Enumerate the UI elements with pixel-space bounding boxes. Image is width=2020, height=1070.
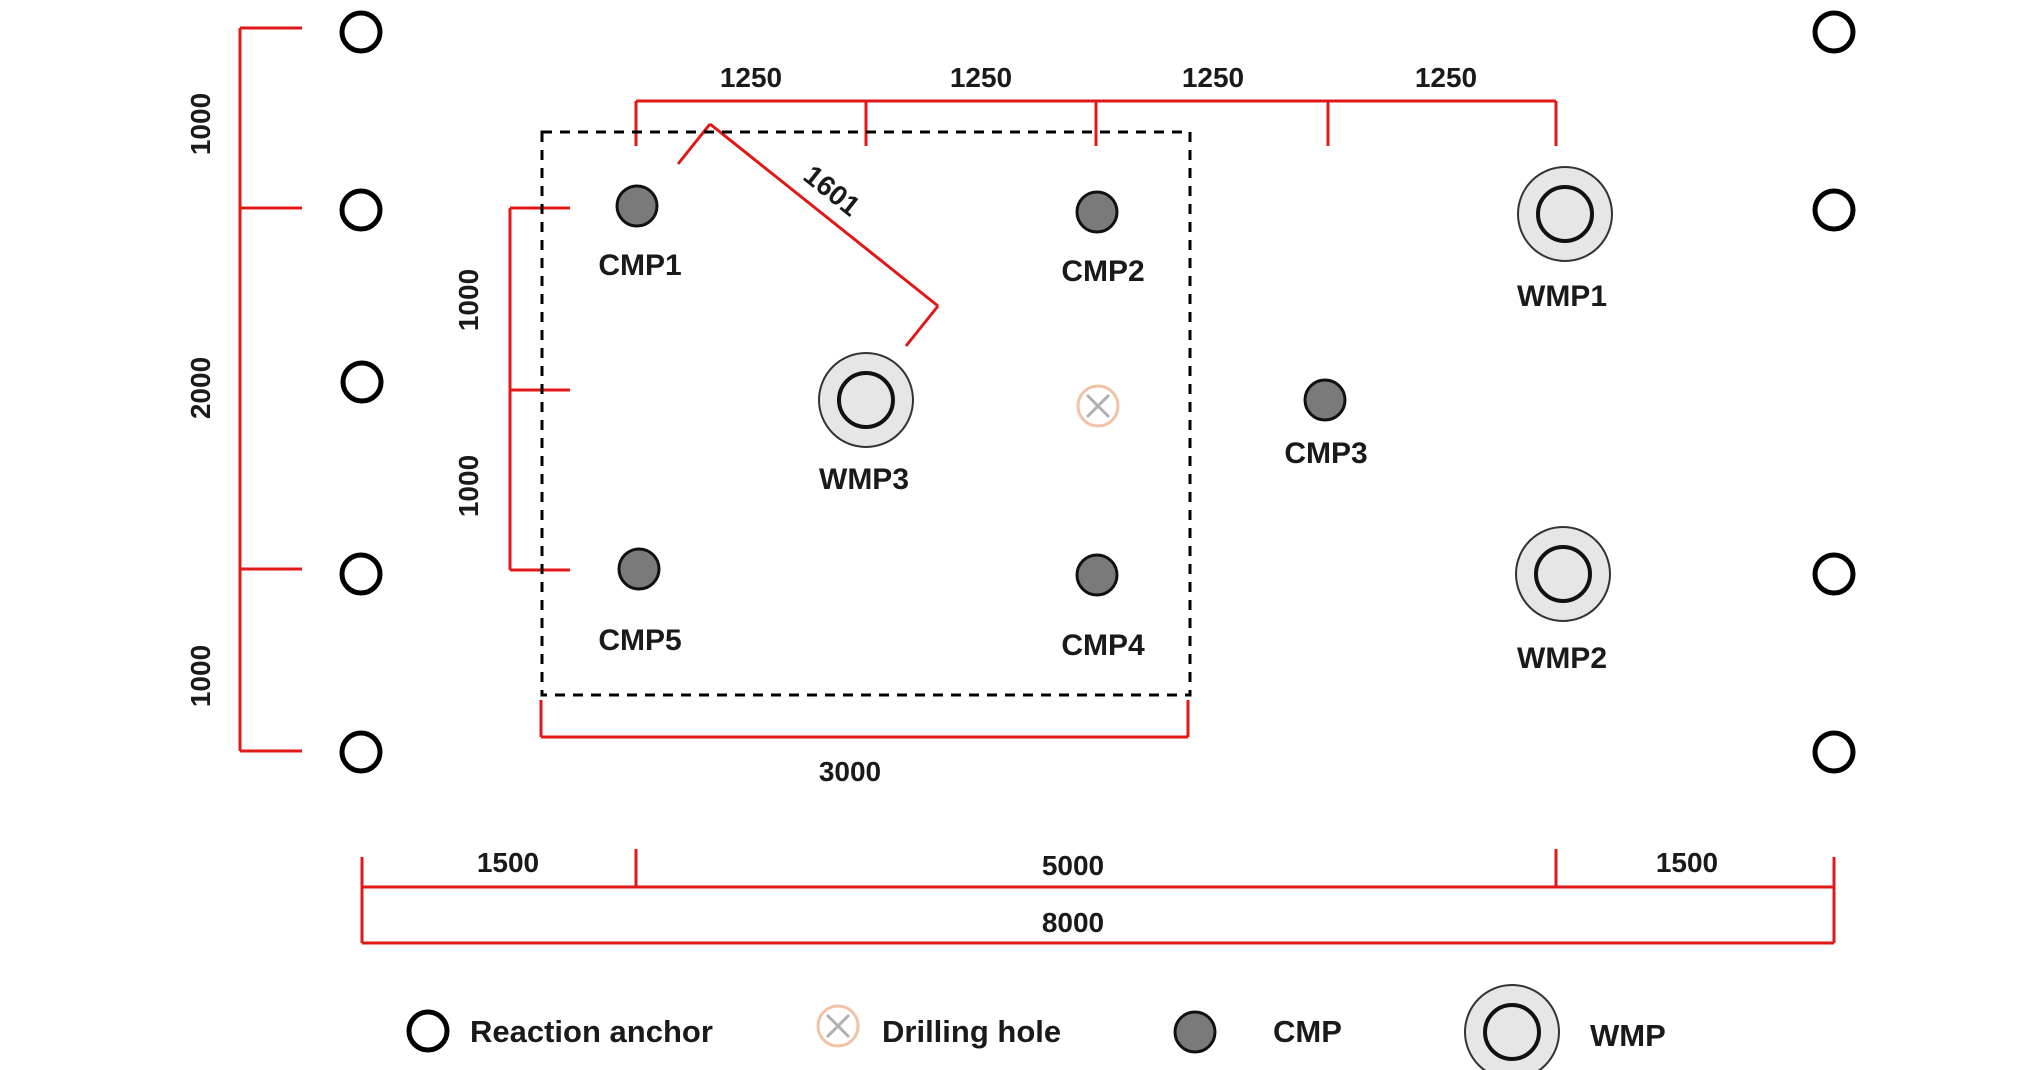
- box-width-dimension: [539, 700, 1190, 739]
- wmp2-label: WMP2: [1517, 642, 1607, 675]
- dim-inner-top: 1000: [453, 269, 484, 331]
- wmp1-inner-icon: [1536, 185, 1594, 243]
- top-dimension-chain: [634, 99, 1558, 146]
- wmp2-inner-icon: [1534, 545, 1592, 603]
- cmp5-marker-icon: [617, 547, 661, 591]
- diagonal-dimension: [676, 122, 940, 347]
- inner-dimension-chain: [508, 206, 570, 572]
- legend-cmp-icon: [1173, 1010, 1217, 1054]
- legend: Reaction anchor Drilling hole CMP WMP: [406, 984, 1666, 1070]
- wmp3-inner-icon: [837, 371, 895, 429]
- dim-left-top: 1000: [185, 93, 216, 155]
- dim-top-3: 1250: [1182, 62, 1244, 93]
- reaction-anchor-icon: [339, 552, 383, 596]
- legend-wmp-label: WMP: [1590, 1018, 1666, 1053]
- cmp3-marker-icon: [1303, 378, 1347, 422]
- dim-top-1: 1250: [720, 62, 782, 93]
- cmp2-marker-icon: [1075, 190, 1119, 234]
- reaction-anchor-icon: [339, 188, 383, 232]
- bottom-dimension-chain: [360, 849, 1836, 945]
- cmp4-marker-icon: [1075, 553, 1119, 597]
- reaction-anchor-icon: [1812, 188, 1856, 232]
- cmp4-label: CMP4: [1061, 629, 1145, 662]
- dim-top-2: 1250: [950, 62, 1012, 93]
- reaction-anchor-icon: [1812, 552, 1856, 596]
- dim-inner-bottom: 1000: [453, 455, 484, 517]
- legend-drilling-hole-icon: [816, 1004, 860, 1048]
- left-dimension-chain: [238, 26, 302, 753]
- legend-drilling-hole-label: Drilling hole: [882, 1014, 1061, 1049]
- dim-left-bottom: 1000: [185, 645, 216, 707]
- dim-diagonal: 1601: [798, 159, 866, 222]
- wmp3-label: WMP3: [819, 463, 909, 496]
- reaction-anchor-icon: [339, 730, 383, 774]
- test-area-box: [540, 130, 1192, 697]
- legend-wmp-inner-icon: [1483, 1003, 1541, 1061]
- reaction-anchor-icon: [340, 360, 384, 404]
- dim-bottom-middle: 5000: [1042, 850, 1104, 881]
- cmp5-label: CMP5: [598, 624, 681, 657]
- drilling-hole-icon: [1076, 384, 1120, 428]
- cmp2-label: CMP2: [1061, 255, 1144, 288]
- cmp3-label: CMP3: [1284, 437, 1367, 470]
- dim-top-4: 1250: [1415, 62, 1477, 93]
- dim-bottom-total: 8000: [1042, 907, 1104, 938]
- reaction-anchor-icon: [1812, 730, 1856, 774]
- dim-bottom-left: 1500: [477, 847, 539, 878]
- reaction-anchor-icon: [1812, 10, 1856, 54]
- legend-reaction-anchor-icon: [406, 1009, 450, 1053]
- reaction-anchor-icon: [339, 10, 383, 54]
- legend-reaction-anchor-label: Reaction anchor: [470, 1014, 713, 1049]
- dim-bottom-right: 1500: [1656, 847, 1718, 878]
- wmp1-label: WMP1: [1517, 280, 1607, 313]
- legend-cmp-label: CMP: [1273, 1014, 1342, 1049]
- cmp1-label: CMP1: [598, 249, 681, 282]
- cmp1-marker-icon: [615, 184, 659, 228]
- dim-box-width: 3000: [819, 756, 881, 787]
- dim-left-middle: 2000: [185, 357, 216, 419]
